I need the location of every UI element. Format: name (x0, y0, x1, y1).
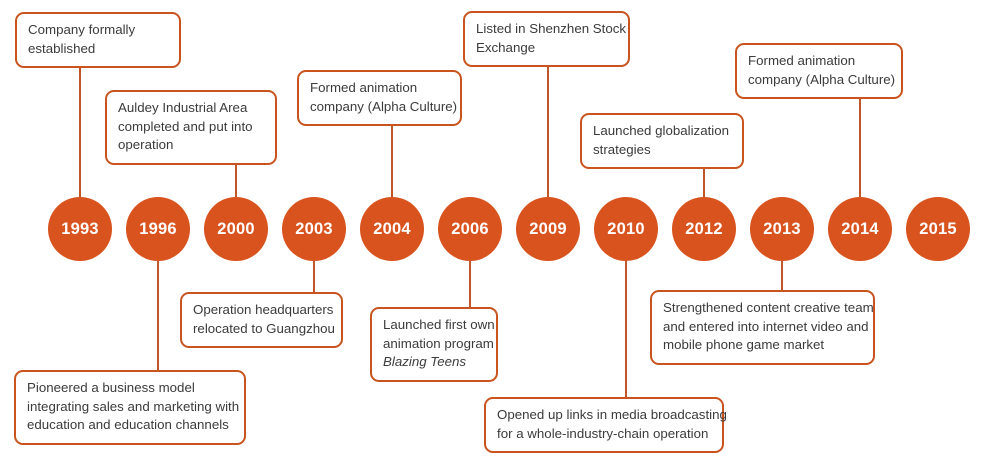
event-text-line: mobile phone game market (663, 337, 825, 353)
connector-line-2014 (859, 91, 861, 198)
year-label: 1993 (61, 219, 99, 238)
year-node-1996[interactable]: 1996 (126, 197, 190, 261)
event-text-line: operation (118, 137, 174, 153)
connector-line-2003 (313, 260, 315, 296)
event-box-2000[interactable]: Auldey Industrial Area completed and put… (105, 90, 277, 165)
year-label: 2004 (373, 219, 411, 238)
event-text-line: company (Alpha Culture) (310, 98, 458, 114)
year-node-2010[interactable]: 2010 (594, 197, 658, 261)
event-text-line-italic: Blazing Teens (383, 354, 467, 370)
event-text-line: relocated to Guangzhou (193, 320, 335, 336)
year-node-2000[interactable]: 2000 (204, 197, 268, 261)
year-node-2012[interactable]: 2012 (672, 197, 736, 261)
connector-line-2006 (469, 260, 471, 310)
connector-line-2013 (781, 260, 783, 292)
event-text-line: strategies (593, 141, 651, 157)
year-label: 2003 (295, 219, 333, 238)
year-node-2014[interactable]: 2014 (828, 197, 892, 261)
year-node-1993[interactable]: 1993 (48, 197, 112, 261)
event-text-line: Strengthened content creative team (663, 300, 874, 315)
event-text-line: Opened up links in media broadcasting (497, 407, 727, 422)
connector-line-1996 (157, 260, 159, 373)
event-text-line: and entered into internet video and (663, 318, 869, 334)
event-box-2010[interactable]: Opened up links in media broadcasting fo… (484, 397, 727, 454)
year-label: 2006 (451, 219, 489, 238)
year-node-2006[interactable]: 2006 (438, 197, 502, 261)
event-text-line: for a whole-industry-chain operation (497, 425, 709, 441)
event-text-line: Auldey Industrial Area (118, 100, 248, 115)
event-text-line: Company formally (28, 22, 136, 37)
connector-line-2000 (235, 163, 237, 198)
connector-line-2004 (391, 113, 393, 198)
event-text-line: Listed in Shenzhen Stock (476, 21, 627, 36)
event-text-line: Pioneered a business model (27, 380, 195, 395)
event-text-line: Formed animation (310, 80, 418, 95)
event-text-line: animation program (383, 335, 494, 351)
event-box-2013[interactable]: Strengthened content creative team and e… (650, 290, 875, 365)
event-text-line: education and education channels (27, 417, 229, 433)
year-node-2015[interactable]: 2015 (906, 197, 970, 261)
year-node-2013[interactable]: 2013 (750, 197, 814, 261)
event-text-line: Launched globalization (593, 123, 730, 138)
year-label: 2010 (607, 219, 645, 238)
connector-line-1993 (79, 55, 81, 198)
event-box-2004[interactable]: Formed animation company (Alpha Culture) (297, 70, 462, 127)
event-box-2006[interactable]: Launched first own animation program Bla… (370, 307, 498, 382)
event-box-2014[interactable]: Formed animation company (Alpha Culture) (735, 43, 903, 100)
event-text-line: company (Alpha Culture) (748, 71, 896, 87)
event-text-line: Launched first own (383, 317, 495, 332)
year-label: 2000 (217, 219, 255, 238)
event-text-line: established (28, 40, 96, 56)
year-label: 1996 (139, 219, 177, 238)
event-box-1996[interactable]: Pioneered a business model integrating s… (14, 370, 246, 445)
year-label: 2014 (841, 219, 879, 238)
year-node-2004[interactable]: 2004 (360, 197, 424, 261)
year-label: 2009 (529, 219, 567, 238)
year-label: 2012 (685, 219, 723, 238)
event-box-2012[interactable]: Launched globalization strategies (580, 113, 744, 170)
connector-line-2012 (703, 157, 705, 198)
year-node-2009[interactable]: 2009 (516, 197, 580, 261)
event-text-line: integrating sales and marketing with (27, 398, 240, 414)
year-node-2003[interactable]: 2003 (282, 197, 346, 261)
connector-line-2009 (547, 56, 549, 198)
event-box-2003[interactable]: Operation headquarters relocated to Guan… (180, 292, 343, 349)
event-box-2009[interactable]: Listed in Shenzhen Stock Exchange (463, 11, 630, 68)
year-label: 2015 (919, 219, 957, 238)
event-text-line: Operation headquarters (193, 302, 334, 317)
event-text-line: Exchange (476, 39, 536, 55)
year-label: 2013 (763, 219, 801, 238)
event-box-1993[interactable]: Company formally established (15, 12, 181, 69)
connector-line-2010 (625, 260, 627, 399)
event-text-line: completed and put into (118, 118, 253, 134)
event-text-line: Formed animation (748, 53, 856, 68)
